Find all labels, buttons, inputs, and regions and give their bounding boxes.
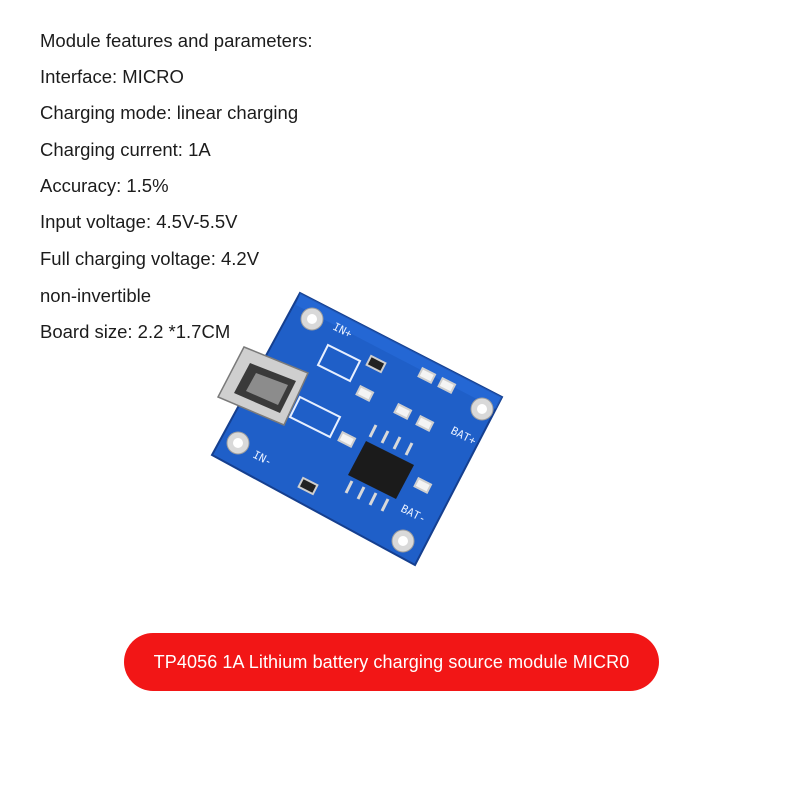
- product-photo: IN+ IN- BAT+ BAT-: [200, 285, 520, 575]
- smd-components: [297, 354, 457, 496]
- spec-line-input-voltage: Input voltage: 4.5V-5.5V: [40, 211, 238, 232]
- mounting-pad-in-plus: [300, 307, 324, 331]
- spec-line-full-charging-voltage: Full charging voltage: 4.2V: [40, 248, 260, 269]
- product-title-banner: TP4056 1A Lithium battery charging sourc…: [124, 633, 659, 691]
- tp4056-chip: [344, 424, 414, 512]
- product-title: TP4056 1A Lithium battery charging sourc…: [153, 651, 630, 672]
- spec-line-board-size: Board size: 2.2 *1.7CM: [40, 321, 231, 342]
- mounting-pad-in-minus: [226, 431, 250, 455]
- mounting-pad-bat-plus: [470, 397, 494, 421]
- spec-heading: Module features and parameters:: [40, 30, 313, 51]
- spec-line-charging-mode: Charging mode: linear charging: [40, 102, 299, 123]
- charging-board-image: IN+ IN- BAT+ BAT-: [210, 291, 504, 567]
- spec-line-interface: Interface: MICRO: [40, 66, 184, 87]
- mounting-pad-bat-minus: [391, 529, 415, 553]
- spec-line-non-invertible: non-invertible: [40, 285, 152, 306]
- spec-line-accuracy: Accuracy: 1.5%: [40, 175, 169, 196]
- spec-line-charging-current: Charging current: 1A: [40, 139, 211, 160]
- micro-usb-connector: [216, 346, 310, 426]
